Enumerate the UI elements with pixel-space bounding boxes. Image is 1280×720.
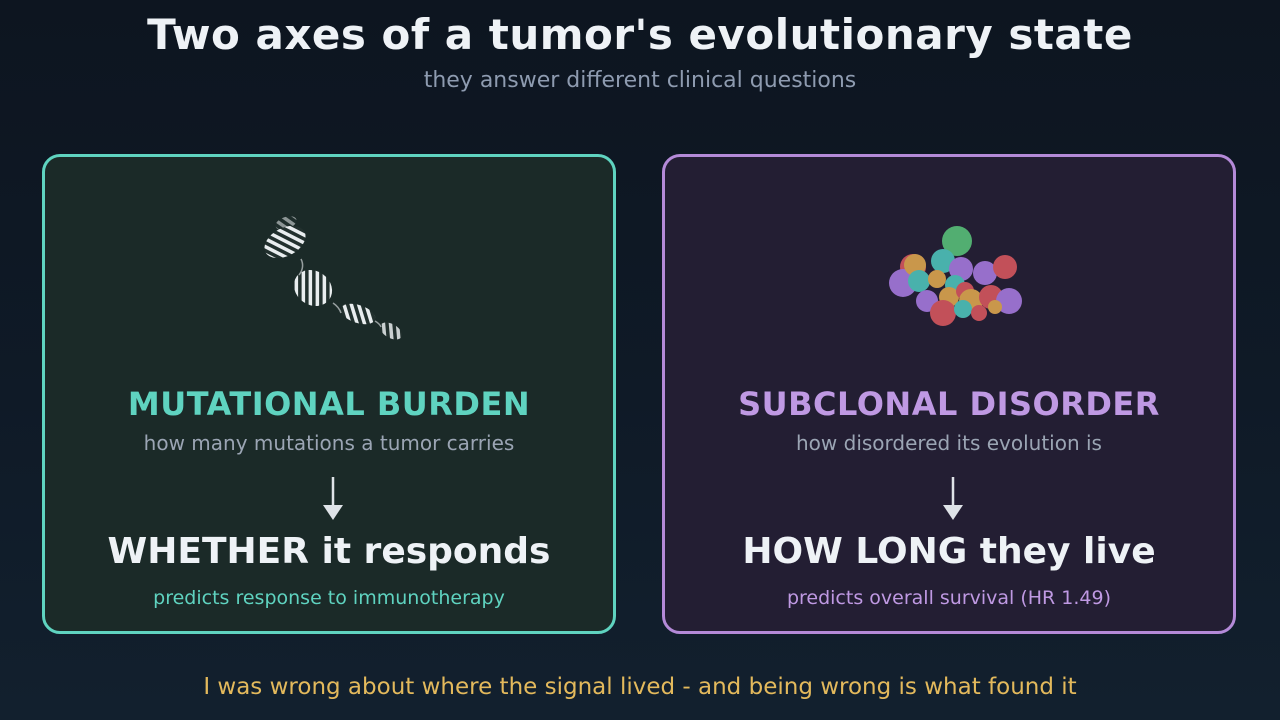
mutational-burden-card: MUTATIONAL BURDEN how many mutations a t… [42,154,616,634]
page-subtitle: they answer different clinical questions [423,68,857,93]
page-title: Two axes of a tumor's evolutionary state [147,10,1133,59]
prediction-text: predicts response to immunotherapy [153,587,505,609]
dna-helix-icon [264,216,402,340]
prediction-text: predicts overall survival (HR 1.49) [786,587,1112,609]
footer-caption: I was wrong about where the signal lived… [203,674,1077,700]
down-arrow-icon [943,477,963,520]
axis-description: how many mutations a tumor carries [143,431,515,455]
axis-name: SUBCLONAL DISORDER [738,385,1160,423]
outcome-heading: WHETHER it responds [107,531,551,572]
subclonal-disorder-card: SUBCLONAL DISORDER how disordered its ev… [662,154,1236,634]
axis-description: how disordered its evolution is [796,431,1102,455]
down-arrow-icon [323,477,343,520]
axis-name: MUTATIONAL BURDEN [127,385,531,423]
subclone-cluster-icon [889,226,1022,326]
outcome-heading: HOW LONG they live [742,531,1156,572]
